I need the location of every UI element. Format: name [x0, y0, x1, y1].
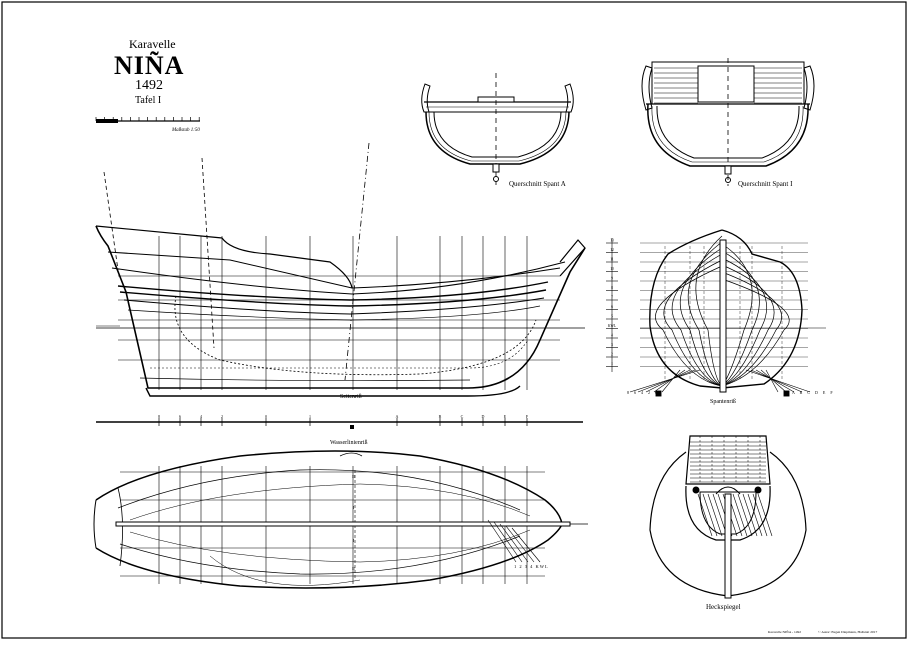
ship-type-label: Karavelle: [129, 37, 176, 51]
transom-caption: Heckspiegel: [706, 603, 741, 611]
transom-view: [649, 435, 807, 599]
station-label-2: 2: [221, 414, 223, 419]
body-plan-level-2: 2: [611, 353, 613, 357]
section-a-caption: Querschnitt Spant A: [509, 180, 566, 188]
station-label-4: 4: [200, 414, 202, 419]
section-i-caption: Querschnitt Spant I: [738, 180, 793, 188]
body-plan-level-7: 7: [611, 296, 613, 300]
body-plan-caption: Spantenriß: [710, 399, 736, 405]
body-plan-level-kwl: KWL: [608, 324, 616, 328]
fwd-frame-curve: [721, 243, 753, 387]
body-plan-level-4: 4: [611, 334, 613, 338]
waterline-label-4: II: [352, 566, 355, 571]
station-axis: [96, 418, 583, 429]
fwd-frame-curve: [721, 250, 760, 387]
station-label-a: A: [396, 414, 399, 419]
waterline-plan-view: [93, 450, 588, 589]
sheer-plan-view: [95, 142, 586, 397]
body-plan-level-6: 6: [611, 305, 613, 309]
waterline-label-3: I: [353, 538, 355, 543]
aft-frame-curve: [663, 259, 723, 387]
station-label-0: 0: [265, 414, 267, 419]
body-plan-level-9: 9: [611, 277, 613, 281]
station-label-c: C: [461, 414, 464, 419]
body-plan-level-3: 3: [611, 343, 613, 347]
station-label-f: F: [526, 414, 529, 419]
body-plan-level-8: 8: [611, 286, 613, 290]
fwd-frame-curve: [721, 278, 790, 387]
fwd-frame-curve: [721, 271, 782, 387]
footer-right: © Autor: Eugen Diepmann, Hallstatt 2017: [818, 630, 878, 634]
station-label-e: E: [504, 414, 507, 419]
scale-label: Maßstab 1:50: [172, 128, 200, 133]
ship-name-title: NIÑA: [114, 51, 185, 80]
body-plan-level-10: 10: [610, 267, 614, 271]
sheer-plan-caption: Seitenriß: [340, 394, 362, 400]
body-plan-level-1: 1: [611, 362, 613, 366]
footer-left: Karavelle NIÑA - 1492: [768, 630, 801, 634]
waterline-plan-caption: Wasserlinienriß: [330, 440, 368, 446]
fwd-frame-curve: [721, 257, 768, 387]
aft-frame-curve: [679, 247, 723, 387]
plate-number: Tafel I: [135, 95, 162, 106]
station-label-b: B: [439, 414, 442, 419]
fwd-frame-curve: [721, 264, 775, 387]
aft-frame-curve: [695, 235, 723, 387]
body-plan-level-13: 13: [610, 239, 614, 243]
station-label-d: D: [482, 414, 485, 419]
waterline-tags: 1 2 3 4 KWL: [514, 564, 549, 569]
scale-bar: [95, 117, 200, 123]
body-plan-fwd-letters: A B C D E F: [792, 390, 835, 395]
waterline-label-2: I: [353, 505, 355, 510]
body-plan-view: [606, 229, 826, 397]
body-plan-level-12: 12: [610, 248, 614, 252]
aft-frame-curve: [671, 253, 723, 387]
station-label-6: 6: [179, 414, 181, 419]
station-label-8: 8: [158, 414, 160, 419]
body-plan-level-11: 11: [610, 258, 614, 262]
waterline-label-1: II: [352, 474, 355, 479]
aft-frame-curve: [687, 241, 723, 387]
section-a-view: [421, 73, 574, 185]
station-label-1: 1: [309, 414, 311, 419]
body-plan-aft-letters: 8 6 4 2 0: [627, 390, 659, 395]
section-i-view: [641, 58, 815, 186]
aft-frame-curve: [655, 265, 723, 387]
ship-year: 1492: [135, 78, 163, 93]
body-plan-level-5: 5: [611, 315, 613, 319]
